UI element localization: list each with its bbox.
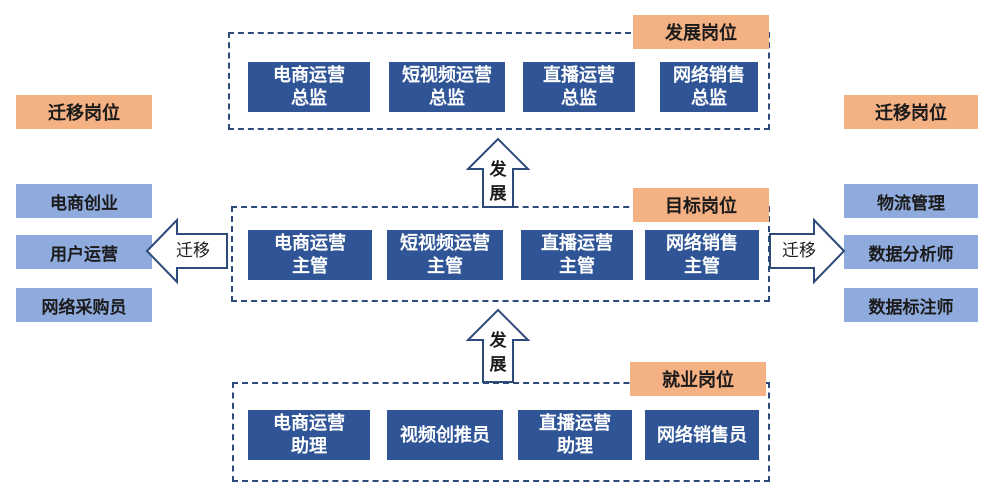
development-tag: 发展岗位 (633, 15, 769, 49)
job-sales-director: 网络销售 总监 (660, 62, 758, 112)
employment-group (232, 382, 770, 482)
job-ecommerce-director: 电商运营 总监 (248, 62, 370, 112)
right-item-data-annotator: 数据标注师 (844, 288, 978, 322)
right-migration-tag: 迁移岗位 (844, 95, 978, 129)
development-group (228, 32, 770, 130)
employment-tag: 就业岗位 (630, 362, 766, 396)
target-tag: 目标岗位 (633, 188, 769, 222)
right-item-data-analyst: 数据分析师 (844, 235, 978, 269)
left-item-user-operations: 用户运营 (16, 235, 152, 269)
job-sales-supervisor: 网络销售 主管 (645, 230, 759, 280)
left-arrow-label: 迁移 (176, 241, 210, 261)
job-shortvideo-supervisor: 短视频运营 主管 (387, 230, 503, 280)
right-arrow-label: 迁移 (782, 241, 816, 261)
left-item-purchaser: 网络采购员 (16, 288, 152, 322)
job-ecommerce-assistant: 电商运营 助理 (248, 410, 370, 460)
job-shortvideo-director: 短视频运营 总监 (389, 62, 505, 112)
job-live-supervisor: 直播运营 主管 (521, 230, 633, 280)
right-item-logistics: 物流管理 (844, 184, 978, 218)
up-arrow-lower-label: 发 展 (489, 331, 507, 375)
right-arrow (769, 217, 846, 285)
job-sales-rep: 网络销售员 (645, 410, 759, 460)
job-live-assistant: 直播运营 助理 (518, 410, 632, 460)
left-item-ecommerce-startup: 电商创业 (16, 184, 152, 218)
left-arrow (145, 217, 228, 285)
up-arrow-upper-label: 发 展 (489, 160, 507, 204)
job-video-promoter: 视频创推员 (387, 410, 503, 460)
job-live-director: 直播运营 总监 (523, 62, 635, 112)
job-ecommerce-supervisor: 电商运营 主管 (248, 230, 372, 280)
left-migration-tag: 迁移岗位 (16, 95, 152, 129)
